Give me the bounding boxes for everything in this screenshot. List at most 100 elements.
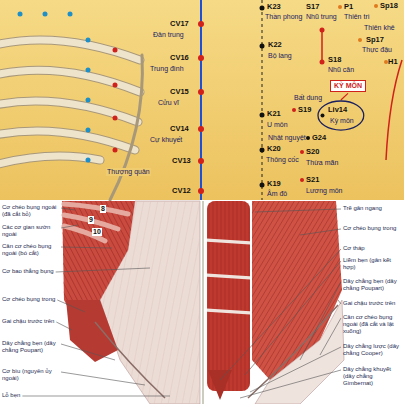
illustration-shape — [300, 178, 304, 182]
leader-line — [250, 347, 341, 392]
illustration-shape — [260, 113, 265, 118]
point-code: P1 — [344, 3, 353, 12]
illustration-shape — [0, 101, 138, 122]
point-code: G24 — [312, 134, 326, 143]
illustration-shape — [20, 200, 256, 404]
illustration-shape — [0, 200, 265, 404]
illustration-shape — [150, 200, 260, 404]
illustration-shape — [155, 200, 275, 400]
anatomy-label: Liềm bẹn (gân kết hợp) — [343, 257, 400, 271]
illustration-shape — [0, 156, 100, 165]
illustration-shape — [330, 200, 404, 400]
illustration-shape — [115, 200, 235, 400]
illustration-shape — [85, 200, 195, 404]
illustration-shape — [45, 200, 155, 404]
illustration-shape — [384, 60, 388, 64]
point-code: S18 — [328, 56, 341, 65]
point-code: K20 — [267, 145, 281, 154]
point-name: Thông cốc — [266, 156, 299, 164]
point-circle — [318, 101, 364, 130]
illustration-shape — [0, 156, 100, 165]
illustration-shape — [110, 200, 404, 400]
illustration-shape — [167, 200, 207, 404]
illustration-shape — [0, 70, 140, 92]
illustration-shape — [64, 226, 105, 241]
point-name: Nhũ căn — [328, 66, 354, 74]
illustration-shape — [132, 200, 172, 404]
illustration-shape — [306, 136, 310, 140]
illustration-shape — [105, 200, 215, 404]
illustration-shape — [155, 200, 265, 404]
point-code: S21 — [306, 176, 319, 185]
acupoint-dot — [321, 114, 325, 118]
point-code: S20 — [306, 148, 319, 157]
illustration-shape — [43, 12, 48, 17]
point-name: Lương môn — [306, 187, 343, 195]
illustration-shape — [145, 200, 265, 400]
illustration-shape — [209, 201, 210, 391]
leader-line — [61, 372, 145, 385]
illustration-shape — [86, 128, 91, 133]
leader-line — [61, 344, 115, 360]
illustration-shape — [0, 101, 138, 122]
illustration-shape — [140, 200, 250, 404]
illustration-shape — [325, 200, 404, 400]
illustration-shape — [207, 275, 250, 278]
point-name: Thiên trì — [344, 13, 370, 21]
leader-line — [320, 318, 341, 355]
illustration-shape — [374, 4, 378, 8]
anatomy-label: Dây chằng khuyết (dây chằng Gimbernat) — [343, 366, 400, 387]
anatomy-label: Gai chậu trước trên — [2, 318, 54, 325]
anatomy-label: Các cơ gian sườn ngoài — [2, 224, 59, 238]
leader-line — [61, 225, 78, 228]
illustration-shape — [153, 200, 193, 404]
leader-lines — [22, 93, 348, 398]
rib-number: 8 — [100, 205, 106, 213]
illustration-shape — [386, 60, 402, 160]
leader-line — [240, 370, 341, 398]
rib-number: 9 — [88, 216, 94, 224]
illustration-shape — [86, 68, 91, 73]
point-code: CV15 — [170, 88, 189, 97]
point-code: CV17 — [170, 20, 189, 29]
illustration-shape — [139, 200, 179, 404]
illustration-shape — [260, 6, 265, 11]
illustration-shape — [160, 200, 280, 400]
abdominal-muscles — [0, 200, 404, 404]
anatomy-label: Trẽ gân ngang — [343, 205, 382, 212]
illustration-shape — [200, 0, 202, 200]
point-name: Thiên khê — [364, 24, 395, 32]
illustration-shape — [146, 200, 186, 404]
illustration-shape — [90, 200, 200, 404]
illustration-shape — [0, 200, 75, 404]
illustration-shape — [233, 201, 234, 391]
point-name: Thực đậu — [362, 46, 392, 54]
illustration-shape — [338, 4, 388, 64]
illustration-shape — [110, 200, 220, 404]
illustration-shape — [18, 12, 23, 17]
illustration-shape — [358, 38, 362, 42]
leader-line — [57, 300, 85, 312]
illustration-shape — [40, 200, 150, 404]
illustration-shape — [335, 200, 404, 400]
illustration-shape — [260, 44, 265, 49]
illustration-shape — [50, 200, 160, 404]
illustration-shape — [198, 21, 204, 27]
point-code: Sp18 — [380, 2, 398, 11]
illustration-shape — [18, 12, 91, 163]
point-name: Đản trung — [153, 31, 184, 39]
illustration-shape — [60, 200, 170, 404]
point-code: CV16 — [170, 54, 189, 63]
illustration-shape — [235, 200, 355, 400]
illustration-shape — [260, 183, 265, 188]
point-name: Trung đình — [150, 65, 184, 73]
point-name: Cửu vĩ — [158, 99, 179, 107]
illustration-shape — [170, 200, 290, 400]
illustration-shape — [320, 28, 325, 33]
illustration-shape — [65, 200, 175, 404]
point-name: Thượng quản — [106, 168, 151, 176]
illustration-shape — [113, 116, 118, 121]
point-name: Nhũ trung — [306, 13, 337, 21]
illustration-shape — [225, 201, 226, 391]
anatomy-label: Cơ bìu (nguyên ủy ngoài) — [2, 368, 59, 382]
